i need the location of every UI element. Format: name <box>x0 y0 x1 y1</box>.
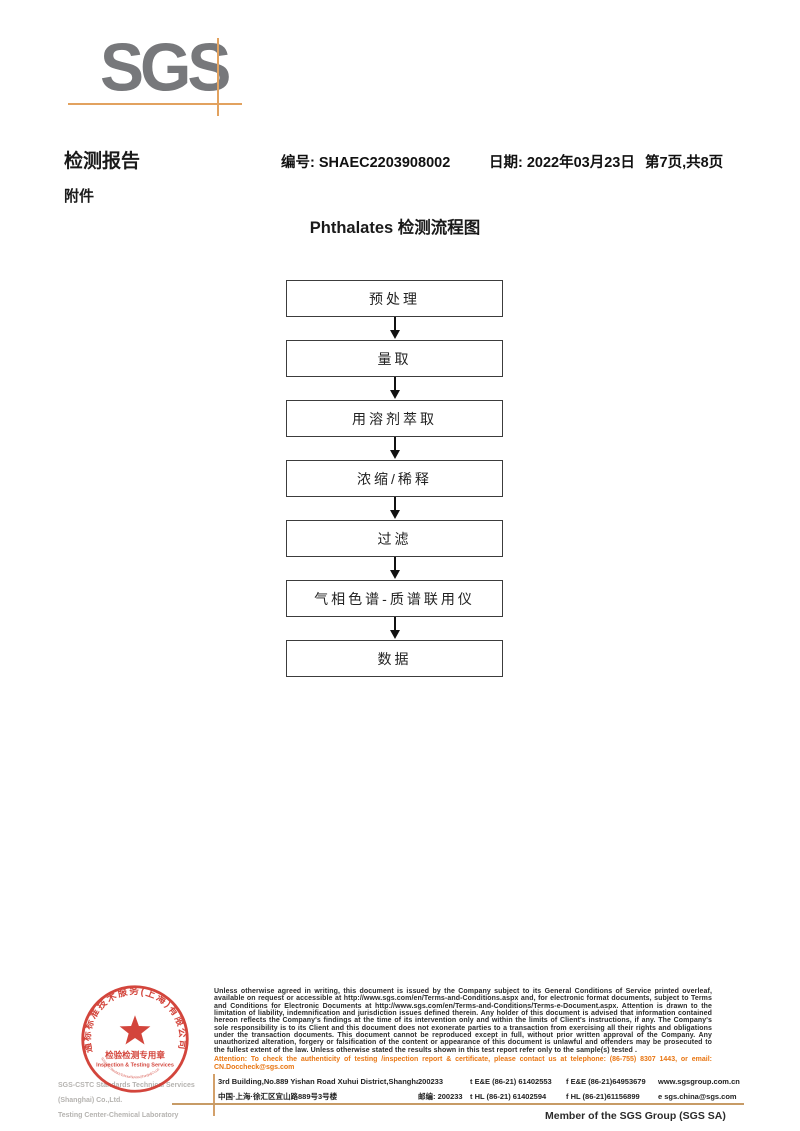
arrow-down-icon <box>286 617 503 640</box>
footer-line <box>172 1103 744 1105</box>
flow-step-solvent-extraction: 用溶剂萃取 <box>286 400 503 437</box>
legal-disclaimer: Unless otherwise agreed in writing, this… <box>214 988 712 1054</box>
attention-notice: Attention: To check the authenticity of … <box>214 1056 712 1071</box>
arrow-down-icon <box>286 437 503 460</box>
report-title: 检测报告 <box>64 151 141 172</box>
inspection-stamp: 通标标准技术服务(上海)有限公司 SGS-CSTC Standards Tech… <box>81 985 189 1093</box>
postcode-en: 200233 <box>418 1077 444 1086</box>
stamp-company-line1: SGS-CSTC Standards Technical Services (S… <box>58 1082 195 1104</box>
arrow-down-icon <box>286 377 503 400</box>
flow-step-filter: 过滤 <box>286 520 503 557</box>
postcode-cn: 邮编: 200233 <box>418 1092 463 1101</box>
page-indicator: 第7页,共8页 <box>645 155 724 171</box>
flow-step-concentrate-dilute: 浓缩/稀释 <box>286 460 503 497</box>
logo-crosshair-vertical <box>217 38 219 116</box>
flow-step-pretreatment: 预处理 <box>286 280 503 317</box>
tel-cn: t HL (86-21) 61402594 <box>470 1092 547 1101</box>
flow-step-data: 数据 <box>286 640 503 677</box>
flowchart-title: Phthalates 检测流程图 <box>309 219 481 237</box>
flow-step-measure: 量取 <box>286 340 503 377</box>
fax-cn: f HL (86-21)61156899 <box>566 1092 640 1101</box>
address-row-cn: 中国·上海·徐汇区宜山路889号3号楼 邮编: 200233 t HL (86-… <box>218 1089 748 1104</box>
tel-en: t E&E (86-21) 61402553 <box>470 1077 552 1086</box>
stamp-company-text: SGS-CSTC Standards Technical Services (S… <box>58 1078 228 1123</box>
flowchart: 预处理 量取 用溶剂萃取 浓缩/稀释 过滤 气相色谱-质谱联用仪 数据 <box>286 280 503 677</box>
member-of-sgs-group: Member of the SGS Group (SGS SA) <box>545 1110 726 1122</box>
flow-step-gcms: 气相色谱-质谱联用仪 <box>286 580 503 617</box>
report-date: 日期: 2022年03月23日 <box>489 155 635 171</box>
stamp-company-line2: Testing Center-Chemical Laboratory <box>58 1112 179 1119</box>
star-icon <box>119 1015 151 1045</box>
sgs-logo: SGS <box>100 29 231 105</box>
report-number: 编号: SHAEC2203908002 <box>281 155 451 171</box>
address-block: 3rd Building,No.889 Yishan Road Xuhui Di… <box>218 1074 748 1104</box>
fax-en: f E&E (86-21)64953679 <box>566 1077 646 1086</box>
arrow-down-icon <box>286 557 503 580</box>
logo-crosshair-horizontal <box>68 103 242 105</box>
arrow-down-icon <box>286 317 503 340</box>
website: www.sgsgroup.com.cn <box>658 1077 740 1086</box>
footer-crosshair-vertical <box>213 1074 215 1116</box>
stamp-line-en: Inspection & Testing Services <box>96 1063 174 1069</box>
address-cn: 中国·上海·徐汇区宜山路889号3号楼 <box>218 1092 338 1101</box>
email: e sgs.china@sgs.com <box>658 1092 737 1101</box>
attachment-label: 附件 <box>64 188 95 205</box>
stamp-line-cn: 检验检测专用章 <box>105 1049 165 1060</box>
arrow-down-icon <box>286 497 503 520</box>
address-en: 3rd Building,No.889 Yishan Road Xuhui Di… <box>218 1077 418 1086</box>
address-row-en: 3rd Building,No.889 Yishan Road Xuhui Di… <box>218 1074 748 1089</box>
